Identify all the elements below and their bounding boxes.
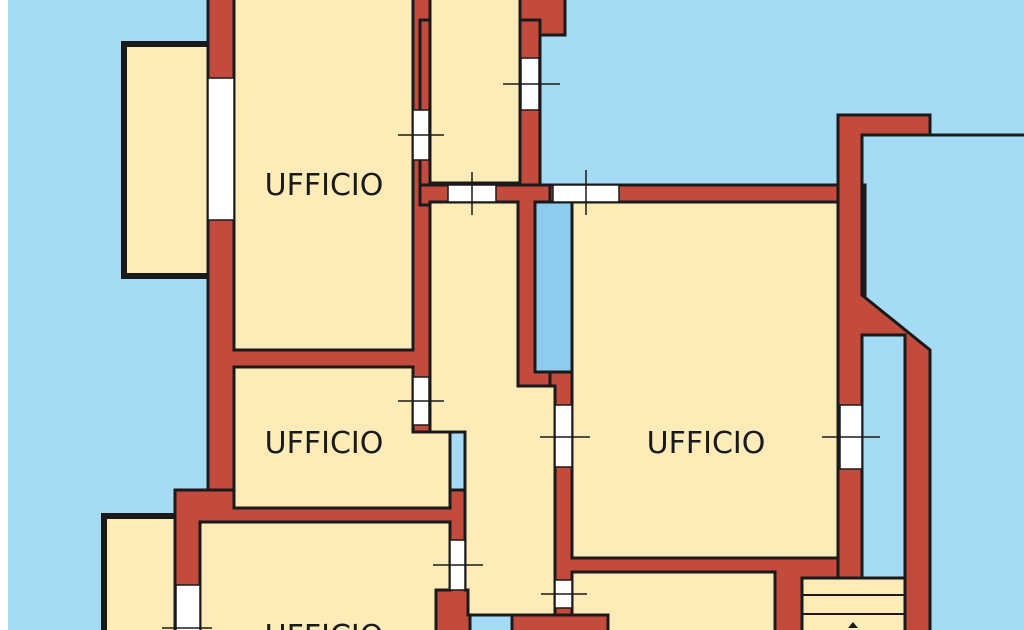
room-office-top	[232, 0, 415, 352]
stairs-arrow-icon	[848, 622, 858, 628]
window	[207, 77, 235, 221]
openings	[162, 57, 880, 630]
room-office-right	[570, 200, 840, 560]
rooms	[198, 0, 907, 630]
room-label: UFFICIO	[265, 168, 384, 203]
bottom-left-annex	[101, 513, 187, 630]
left-margin	[0, 0, 8, 630]
room-label: UFFICIO	[647, 426, 766, 461]
stairs	[800, 576, 907, 630]
right-light-strip	[860, 333, 907, 582]
room-top-corridor	[428, 0, 522, 185]
room-label: UFFICIO	[265, 426, 384, 461]
window	[175, 584, 201, 630]
left-annex	[121, 41, 217, 279]
room-label: UFFICIO	[265, 619, 384, 630]
room-office-bottom	[198, 520, 452, 630]
